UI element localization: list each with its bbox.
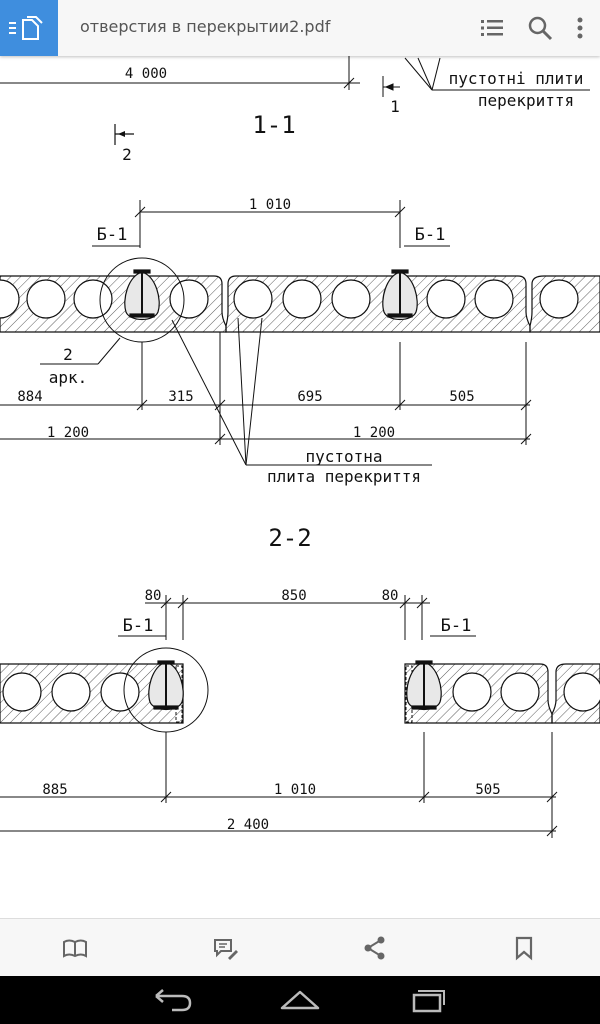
s2-top-dimension-lines	[145, 595, 430, 640]
section-marker-1: 1	[390, 97, 400, 116]
top-label-line2: перекриття	[478, 91, 574, 110]
top-label-line1: пустотні плити	[449, 69, 584, 88]
s1-dim-505: 505	[449, 389, 474, 405]
s2-dim-1010: 1 010	[274, 782, 316, 798]
recents-icon[interactable]	[398, 986, 458, 1014]
s2-end-seals	[175, 665, 413, 723]
s2-dim-80-left: 80	[145, 588, 162, 604]
s1-label-leaders	[171, 317, 432, 466]
menu-document-icon[interactable]	[0, 0, 58, 56]
more-vert-icon[interactable]	[566, 14, 594, 42]
s2-dim-850: 850	[281, 588, 306, 604]
s2-dim-505: 505	[475, 782, 500, 798]
s1-top-dimension-lines	[134, 200, 406, 248]
s1-callout-num: 2	[63, 345, 73, 364]
top-app-bar: отверстия в перекрытии2.pdf	[0, 0, 600, 56]
s2-dim-2400: 2 400	[227, 817, 269, 833]
section-marker-2: 2	[122, 145, 132, 164]
pdf-drawing[interactable]: 4 000 1 пустотні плити перекриття 1-1 2 …	[0, 56, 600, 918]
s1-beam-left-shape	[124, 269, 160, 321]
bookmark-icon[interactable]	[510, 934, 538, 962]
s2-slab-left	[0, 663, 184, 724]
s2-beam-left-shape	[148, 660, 184, 711]
s1-dim-1200-left: 1 200	[47, 425, 89, 441]
back-icon[interactable]	[142, 986, 202, 1014]
s2-dim-885: 885	[42, 782, 67, 798]
share-icon[interactable]	[361, 934, 389, 962]
document-title: отверстия в перекрытии2.pdf	[80, 17, 331, 36]
s1-hollow-cores	[0, 279, 579, 319]
s2-beam-right-label: Б-1	[441, 616, 472, 636]
list-icon[interactable]	[478, 14, 506, 42]
s1-label-line1: пустотна	[305, 447, 382, 466]
section-title-1-1: 1-1	[252, 111, 295, 139]
system-nav-bar	[0, 976, 600, 1024]
s1-beam-left-label: Б-1	[97, 225, 128, 245]
s2-hollow-cores	[2, 672, 600, 712]
s1-dim-1200-right: 1 200	[353, 425, 395, 441]
s1-label-line2: плита перекриття	[267, 467, 421, 486]
s1-dim-884: 884	[17, 389, 42, 405]
top-dimension: 4 000	[125, 66, 167, 82]
book-icon[interactable]	[61, 934, 89, 962]
s1-dim-top: 1 010	[249, 197, 291, 213]
s1-callout-leader	[40, 337, 121, 365]
comment-pen-icon[interactable]	[211, 934, 239, 962]
s2-beam-right-shape	[406, 660, 442, 711]
bottom-toolbar	[0, 918, 600, 977]
s2-dim-80-right: 80	[382, 588, 399, 604]
s1-beam-right-shape	[382, 269, 418, 321]
s2-dimension-lines	[0, 732, 558, 838]
s1-callout-text: арк.	[49, 368, 88, 387]
top-fragment	[0, 56, 590, 97]
s1-dim-315: 315	[168, 389, 193, 405]
s1-beam-right-label: Б-1	[415, 225, 446, 245]
section-title-2-2: 2-2	[268, 524, 311, 552]
s2-beam-left-label: Б-1	[123, 616, 154, 636]
home-icon[interactable]	[270, 986, 330, 1014]
search-icon[interactable]	[526, 14, 554, 42]
s1-dimension-lines	[0, 332, 532, 445]
s1-dim-695: 695	[297, 389, 322, 405]
